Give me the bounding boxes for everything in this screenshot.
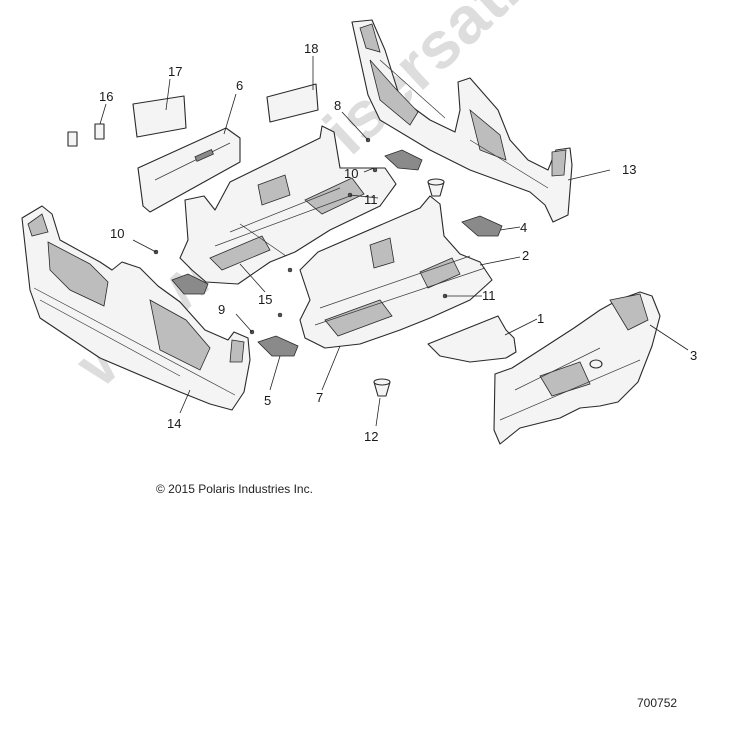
front-floor-tub	[299, 195, 493, 349]
part-12b-cup	[427, 178, 445, 197]
callout-10-left: 10	[110, 226, 124, 241]
part-18-decal	[266, 83, 319, 123]
callout-6: 6	[236, 78, 243, 93]
part-5b-pad	[171, 273, 209, 295]
callout-10-rear: 10	[344, 166, 358, 181]
callout-1: 1	[537, 311, 544, 326]
part-17-decal	[132, 95, 187, 138]
part-12-cup	[373, 378, 391, 397]
part-5-pad	[257, 335, 299, 357]
callout-11-rear: 11	[364, 192, 378, 207]
callout-2: 2	[522, 248, 529, 263]
callout-9: 9	[218, 302, 225, 317]
callout-7: 7	[316, 390, 323, 405]
part-14-side-panel	[21, 205, 251, 411]
callout-17: 17	[168, 64, 182, 79]
callout-5: 5	[264, 393, 271, 408]
callout-8: 8	[334, 98, 341, 113]
callout-3: 3	[690, 348, 697, 363]
callout-12: 12	[364, 429, 378, 444]
part-16-labels	[67, 123, 105, 147]
callout-14: 14	[167, 416, 181, 431]
rear-floor-tub	[179, 125, 397, 285]
callout-16: 16	[99, 89, 113, 104]
part-3-firewall	[493, 291, 661, 445]
part-4-pad	[461, 215, 503, 237]
callout-15: 15	[258, 292, 272, 307]
part-1-floor-mat	[427, 315, 517, 363]
callout-11-front: 11	[482, 288, 496, 303]
copyright-notice: © 2015 Polaris Industries Inc.	[156, 482, 313, 496]
callout-18: 18	[304, 41, 318, 56]
callout-4: 4	[520, 220, 527, 235]
part-13-side-panel	[351, 19, 573, 223]
drawing-number: 700752	[637, 696, 678, 710]
part-4b-pad	[384, 149, 423, 171]
callout-13: 13	[622, 162, 636, 177]
leader-lines	[99, 56, 689, 427]
